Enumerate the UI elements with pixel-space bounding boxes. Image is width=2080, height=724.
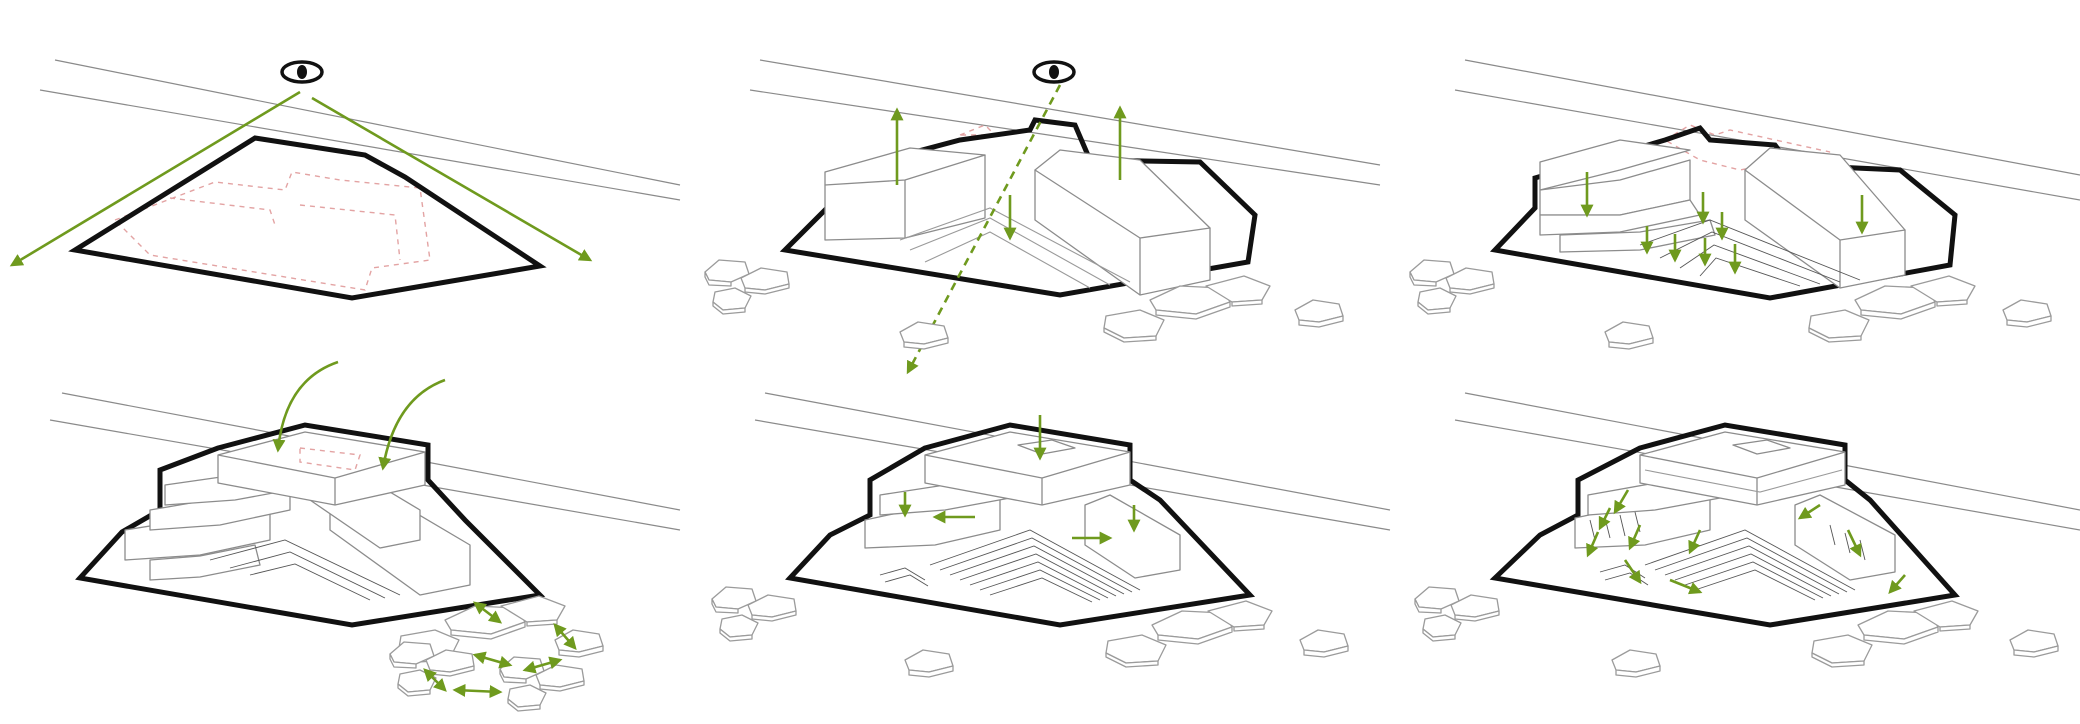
facade-openings	[1589, 511, 1866, 561]
amphitheatre-steps	[1599, 529, 1856, 601]
context-line	[54, 59, 681, 186]
terraced-block-right	[1744, 147, 1906, 289]
panel-3-terracing	[1409, 59, 2080, 350]
courtyard-terraces	[1639, 219, 1861, 287]
view-arrow-left	[9, 90, 301, 267]
eye-icon	[280, 60, 324, 84]
site-footprint-dashed	[113, 171, 431, 291]
rock	[899, 321, 949, 350]
downward-arrows	[1580, 172, 1869, 275]
eye-icon	[1032, 60, 1076, 84]
courtyard-steps	[209, 539, 401, 601]
rock-cluster	[1105, 600, 1273, 668]
roof-plate	[1639, 431, 1846, 506]
panel-6-final-form	[1414, 392, 2080, 678]
rock	[1299, 629, 1349, 658]
rock-cluster	[1409, 259, 1495, 315]
site-outline	[75, 422, 546, 628]
context-line	[1464, 59, 2080, 176]
courtyard-void	[1732, 439, 1791, 455]
rock-cluster	[1414, 586, 1500, 642]
site-outline	[1489, 422, 1960, 628]
mass-block-right	[1034, 149, 1211, 296]
mass-right	[1084, 494, 1181, 579]
terraced-block-left	[1539, 139, 1716, 253]
curved-arrow-right	[378, 378, 446, 471]
rock	[1294, 299, 1344, 328]
panel-5-courtyard	[711, 392, 1391, 678]
panel-1-viewpoint	[9, 59, 681, 301]
rock	[904, 649, 954, 678]
site-outline	[785, 422, 1256, 628]
site-outline	[1489, 125, 1958, 301]
context-line	[759, 59, 1381, 166]
panel-4-roof-plate	[49, 360, 681, 712]
diagonal-arrows	[1586, 489, 1906, 595]
roof-plate	[924, 431, 1131, 506]
rock	[2002, 299, 2052, 328]
rock-cluster	[711, 586, 797, 642]
curved-arrow-left	[272, 360, 339, 453]
rock-cluster	[1811, 600, 1979, 668]
context-line	[749, 89, 1381, 186]
context-hint-dashed	[959, 124, 997, 136]
final-mass-right	[1794, 494, 1896, 581]
context-hint-dashed	[1663, 124, 1831, 171]
rock-cluster	[704, 259, 790, 315]
roof-plate	[217, 431, 426, 506]
rock	[2009, 629, 2059, 658]
amphitheatre-steps	[879, 529, 1141, 603]
panel-2-split-masses	[704, 59, 1381, 375]
context-line	[39, 89, 681, 201]
view-arrow-right	[311, 96, 593, 262]
mass-block-left	[824, 147, 986, 241]
rock	[1604, 321, 1654, 350]
courtyard-steps	[899, 207, 1131, 289]
rock	[1611, 649, 1661, 678]
site-outline	[68, 135, 547, 301]
circulation-arrows	[423, 601, 577, 699]
